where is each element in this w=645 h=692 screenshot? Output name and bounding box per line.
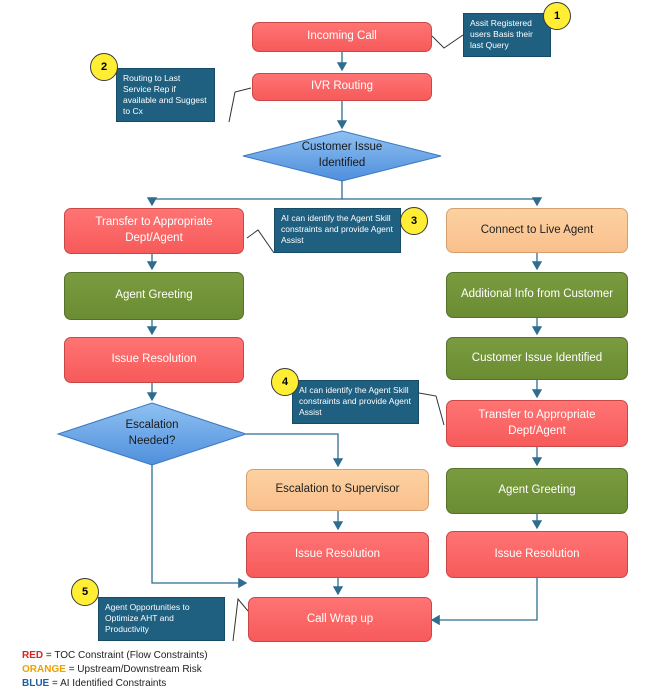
legend-red: RED = TOC Constraint (Flow Constraints) bbox=[22, 650, 208, 661]
node-issue-resolution-left: Issue Resolution bbox=[64, 337, 244, 383]
node-customer-issue-identified-right: Customer Issue Identified bbox=[446, 337, 628, 380]
note-agent-opportunities: Agent Opportunities to Optimize AHT and … bbox=[98, 597, 225, 641]
badge-1: 1 bbox=[543, 2, 571, 30]
note-agent-skill-constraints-2: AI can identify the Agent Skill constrai… bbox=[292, 380, 419, 424]
badge-2: 2 bbox=[90, 53, 118, 81]
legend-red-text: = TOC Constraint (Flow Constraints) bbox=[45, 650, 208, 661]
legend-orange: ORANGE = Upstream/Downstream Risk bbox=[22, 664, 202, 675]
legend-blue: BLUE = AI Identified Constraints bbox=[22, 678, 166, 689]
node-transfer-right: Transfer to Appropriate Dept/Agent bbox=[446, 400, 628, 447]
badge-5: 5 bbox=[71, 578, 99, 606]
legend-red-key: RED bbox=[22, 650, 44, 661]
node-escalation-supervisor: Escalation to Supervisor bbox=[246, 469, 429, 511]
node-additional-info: Additional Info from Customer bbox=[446, 272, 628, 318]
badge-3: 3 bbox=[400, 207, 428, 235]
badge-4: 4 bbox=[271, 368, 299, 396]
node-issue-resolution-right: Issue Resolution bbox=[446, 531, 628, 578]
node-call-wrap-up: Call Wrap up bbox=[248, 597, 432, 642]
node-escalation-needed: Escalation Needed? bbox=[125, 419, 179, 447]
node-agent-greeting-right: Agent Greeting bbox=[446, 468, 628, 514]
node-connect-live-agent: Connect to Live Agent bbox=[446, 208, 628, 253]
note-routing-last-rep: Routing to Last Service Rep if available… bbox=[116, 68, 215, 122]
legend-orange-text: = Upstream/Downstream Risk bbox=[68, 664, 202, 675]
legend-blue-text: = AI Identified Constraints bbox=[52, 678, 167, 689]
node-transfer-left: Transfer to Appropriate Dept/Agent bbox=[64, 208, 244, 254]
node-incoming-call: Incoming Call bbox=[252, 22, 432, 52]
legend-blue-key: BLUE bbox=[22, 678, 50, 689]
note-assist-registered-users: Assit Registered users Basis their last … bbox=[463, 13, 551, 57]
node-agent-greeting-left: Agent Greeting bbox=[64, 272, 244, 320]
note-agent-skill-constraints-1: AI can identify the Agent Skill constrai… bbox=[274, 208, 401, 253]
node-ivr-routing: IVR Routing bbox=[252, 73, 432, 101]
legend-orange-key: ORANGE bbox=[22, 664, 66, 675]
node-issue-resolution-mid: Issue Resolution bbox=[246, 532, 429, 578]
node-customer-issue-identified: Customer Issue Identified bbox=[301, 141, 383, 169]
